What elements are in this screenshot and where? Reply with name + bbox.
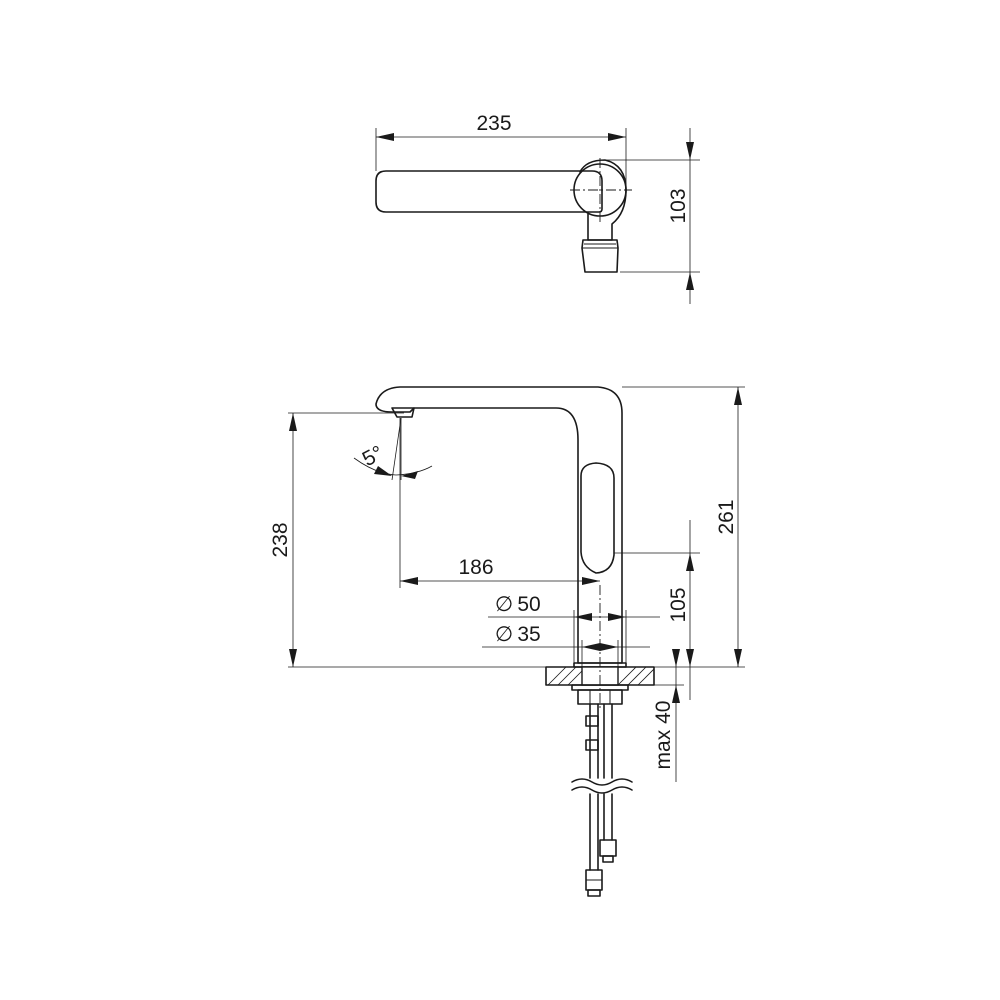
side-view: 238 261 186 ∅ 50 ∅ 35 105 bbox=[269, 386, 745, 897]
angle-arc bbox=[353, 457, 433, 476]
diameter-symbol-50: ∅ bbox=[495, 593, 513, 616]
dimension-103-label: 103 bbox=[667, 188, 690, 223]
lever-outline bbox=[580, 462, 615, 574]
top-view-body-outline bbox=[579, 159, 627, 241]
top-view: 235 103 bbox=[375, 112, 700, 304]
diameter-symbol-35: ∅ bbox=[495, 623, 513, 646]
top-view-spout-outline bbox=[375, 170, 603, 213]
dimension-235-label: 235 bbox=[476, 112, 511, 135]
top-view-lever bbox=[581, 239, 619, 273]
dimension-238-label: 238 bbox=[269, 522, 292, 557]
dimension-35-label: 35 bbox=[517, 623, 540, 646]
dimension-261-label: 261 bbox=[715, 499, 738, 534]
dimension-186-label: 186 bbox=[458, 556, 493, 579]
angle-5-label: 5° bbox=[359, 441, 388, 471]
dimension-max40-label: max 40 bbox=[652, 701, 675, 770]
dimension-50-label: 50 bbox=[517, 593, 540, 616]
aerator bbox=[391, 407, 415, 418]
dimension-105-label: 105 bbox=[667, 587, 690, 622]
faucet-body-outline bbox=[375, 386, 623, 664]
supply-hoses bbox=[571, 703, 633, 897]
